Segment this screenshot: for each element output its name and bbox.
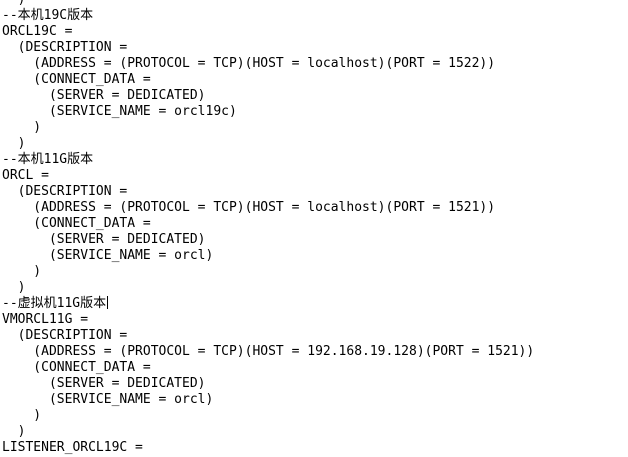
code-line: (SERVER = DEDICATED) (2, 376, 206, 391)
comment-text: --虚拟机11G版本 (2, 296, 107, 311)
code-line: (ADDRESS = (PROTOCOL = TCP)(HOST = local… (2, 56, 496, 71)
code-line: ) (2, 120, 42, 135)
code-line: (ADDRESS = (PROTOCOL = TCP)(HOST = local… (2, 200, 496, 215)
code-line: ORCL19C = (2, 24, 73, 39)
code-line: (SERVICE_NAME = orcl) (2, 248, 214, 263)
code-line: (DESCRIPTION = (2, 328, 128, 343)
code-line: (SERVICE_NAME = orcl19c) (2, 104, 237, 119)
code-line: LISTENER_ORCL19C = (2, 440, 143, 455)
code-line: VMORCL11G = (2, 312, 89, 327)
code-line: (DESCRIPTION = (2, 184, 128, 199)
code-line: ORCL = (2, 168, 49, 183)
comment-line: --本机19C版本 (2, 8, 94, 23)
code-line: (CONNECT_DATA = (2, 72, 151, 87)
code-line: ) (2, 136, 26, 151)
code-line: (SERVICE_NAME = orcl) (2, 392, 214, 407)
code-line: ) (0, 0, 628, 8)
comment-line: --本机11G版本 (2, 152, 94, 167)
code-line: (SERVER = DEDICATED) (2, 232, 206, 247)
code-line: ) (2, 424, 26, 439)
code-line: ) (2, 264, 42, 279)
code-line: ) (2, 408, 42, 423)
code-line: (ADDRESS = (PROTOCOL = TCP)(HOST = 192.1… (2, 344, 535, 359)
code-line: (CONNECT_DATA = (2, 360, 151, 375)
code-line: (SERVER = DEDICATED) (2, 88, 206, 103)
comment-line-with-cursor: --虚拟机11G版本 (0, 296, 628, 312)
text-cursor (107, 296, 109, 309)
code-line: (CONNECT_DATA = (2, 216, 151, 231)
code-line: (DESCRIPTION = (2, 40, 128, 55)
code-line: ) (2, 280, 26, 295)
